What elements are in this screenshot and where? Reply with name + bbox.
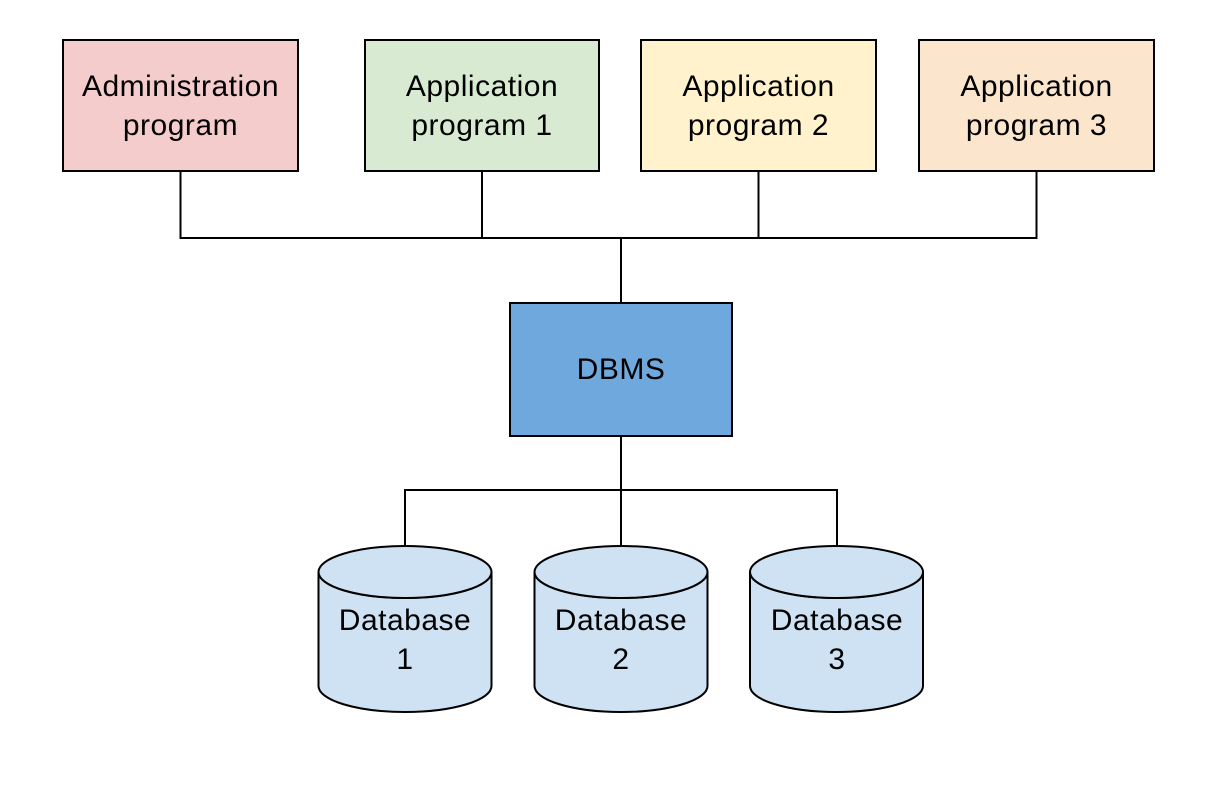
box-application-program-1: Application program 1 bbox=[364, 39, 600, 172]
database-3-cylinder bbox=[749, 545, 924, 713]
database-1-label: Database 1 bbox=[319, 600, 491, 680]
label-line: program 3 bbox=[965, 108, 1108, 142]
database-2-top bbox=[533, 545, 709, 599]
box-application-program-2-label: Application program 2 bbox=[682, 67, 834, 145]
box-dbms-label: DBMS bbox=[577, 350, 666, 389]
label-line: program bbox=[122, 108, 239, 142]
label-line: program 2 bbox=[687, 108, 830, 142]
box-application-program-3: Application program 3 bbox=[918, 39, 1155, 172]
label-line: 1 bbox=[396, 643, 414, 676]
database-2-label: Database 2 bbox=[535, 600, 707, 680]
connectors-dbms-to-databases bbox=[404, 436, 838, 552]
database-3-top bbox=[749, 545, 924, 599]
label-line: 2 bbox=[612, 643, 630, 676]
box-application-program-1-label: Application program 1 bbox=[406, 67, 558, 145]
box-application-program-2: Application program 2 bbox=[640, 39, 877, 172]
label-line: Database bbox=[338, 604, 472, 637]
label-line: DBMS bbox=[576, 353, 666, 386]
connectors-programs-to-dbms bbox=[179, 172, 1038, 303]
label-line: Application bbox=[405, 69, 559, 103]
box-administration-program-label: Administration program bbox=[82, 67, 279, 145]
database-1-top bbox=[317, 545, 493, 599]
label-line: program 1 bbox=[411, 108, 553, 142]
label-line: Administration bbox=[81, 69, 280, 103]
database-3-label: Database 3 bbox=[750, 600, 924, 680]
label-line: Application bbox=[682, 69, 835, 103]
label-line: Database bbox=[554, 604, 688, 637]
label-line: Database bbox=[770, 604, 904, 637]
label-line: 3 bbox=[828, 643, 846, 676]
label-line: Application bbox=[960, 69, 1113, 103]
box-dbms: DBMS bbox=[509, 302, 733, 437]
box-application-program-3-label: Application program 3 bbox=[960, 67, 1112, 145]
database-2-cylinder bbox=[533, 545, 709, 713]
database-1-cylinder bbox=[317, 545, 493, 713]
box-administration-program: Administration program bbox=[62, 39, 299, 172]
